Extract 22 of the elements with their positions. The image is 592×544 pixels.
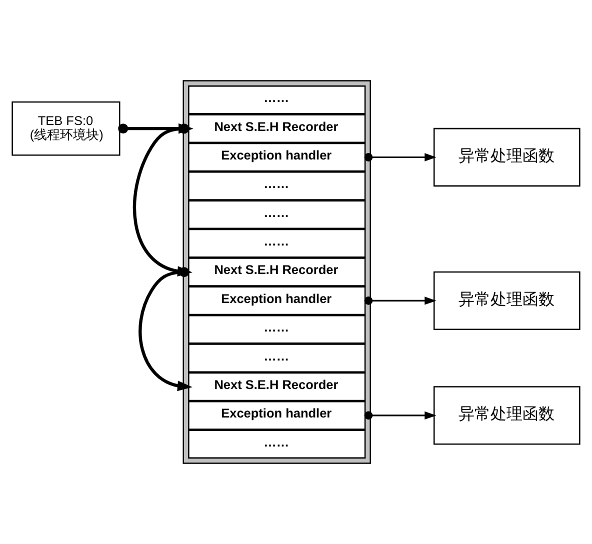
node-box: …… <box>188 171 366 200</box>
node-box: Next S.E.H Recorder <box>188 372 366 402</box>
node-box: …… <box>188 430 366 459</box>
node-box: 异常处理函数 <box>433 271 580 330</box>
node-box: Exception handler <box>188 142 366 172</box>
node-box: …… <box>188 314 366 344</box>
node-box: …… <box>188 228 366 258</box>
node-box: 异常处理函数 <box>433 386 580 445</box>
node-box: 异常处理函数 <box>433 128 580 187</box>
arrow <box>364 296 436 305</box>
node-box: Exception handler <box>188 286 366 316</box>
cluster <box>182 80 372 464</box>
arrow <box>364 153 436 162</box>
node-box: TEB FS:0 (线程环境块) <box>12 101 120 156</box>
arrow <box>364 411 436 420</box>
node-box: …… <box>188 344 366 373</box>
arrow <box>118 123 194 134</box>
node-box: Next S.E.H Recorder <box>188 114 366 144</box>
node-box: …… <box>188 200 366 230</box>
node-box: Next S.E.H Recorder <box>188 258 366 286</box>
node-box: …… <box>188 85 366 114</box>
node-box: Exception handler <box>188 400 366 430</box>
